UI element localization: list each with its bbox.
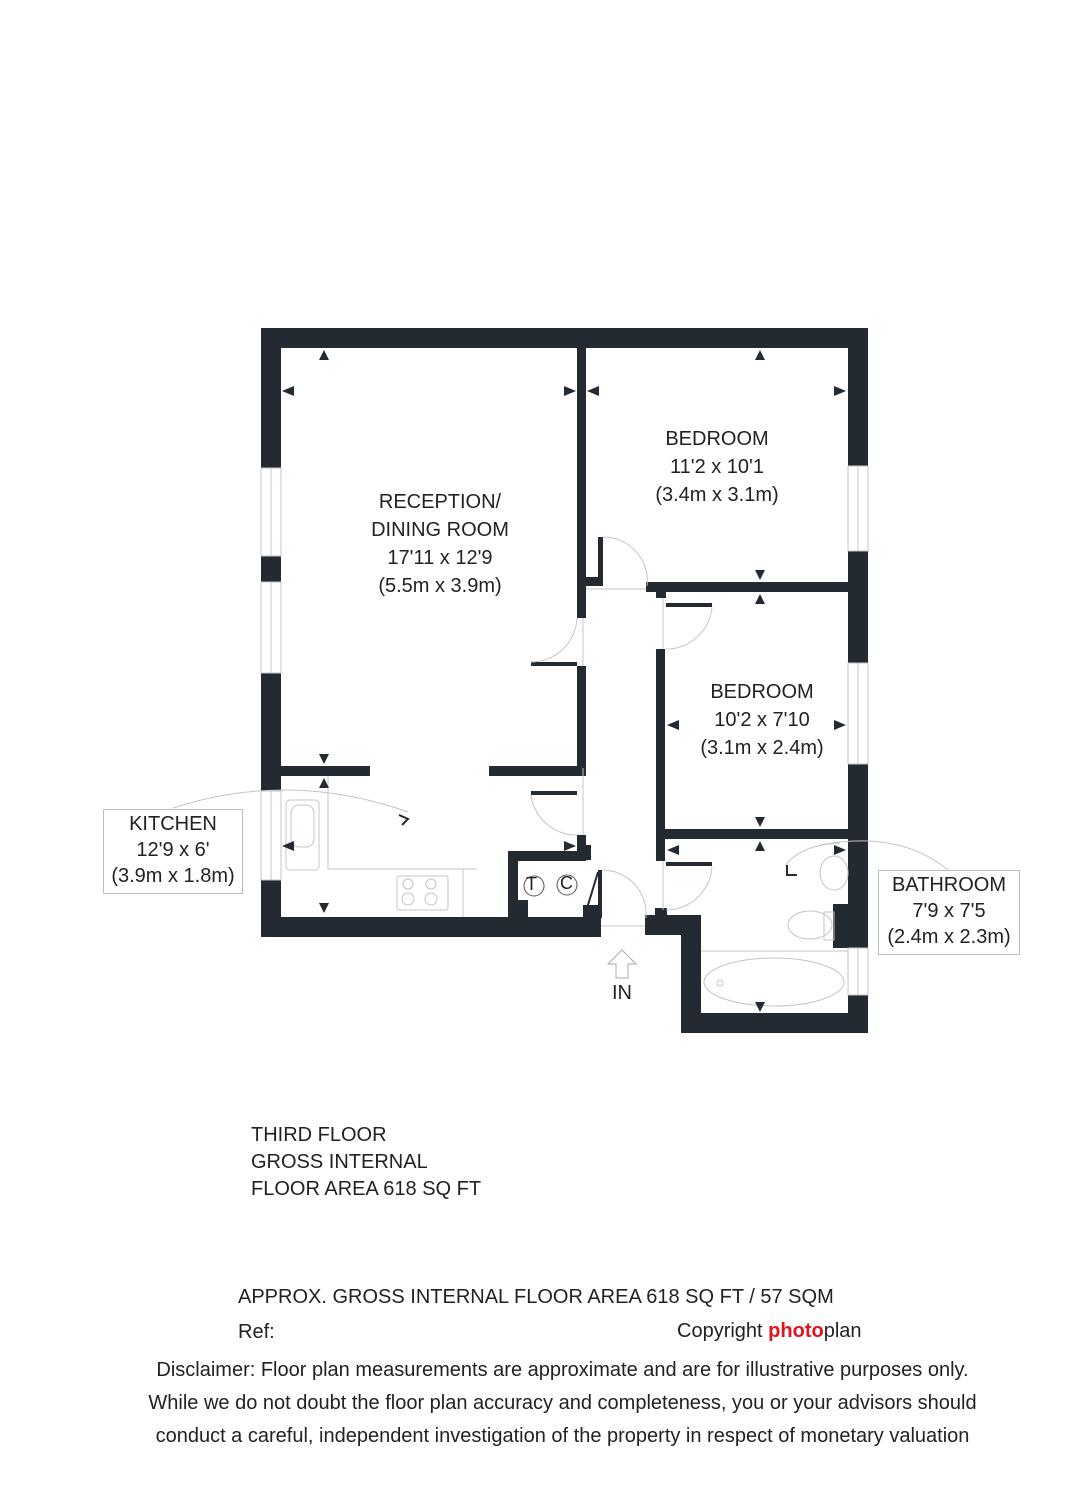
door-swings: [172, 536, 949, 927]
room-label-bedroom-1: BEDROOM 11'2 x 10'1 (3.4m x 3.1m): [617, 425, 817, 509]
room-name: DINING ROOM: [371, 519, 509, 541]
kitchen-fittings: [285, 776, 477, 917]
room-dimensions-metric: (5.5m x 3.9m): [378, 575, 502, 597]
room-label-bedroom-2: BEDROOM 10'2 x 7'10 (3.1m x 2.4m): [662, 678, 862, 762]
disclaimer-line-2: While we do not doubt the floor plan acc…: [148, 1392, 977, 1414]
room-dimensions-imperial: 11'2 x 10'1: [669, 456, 764, 478]
room-name: KITCHEN: [129, 813, 217, 835]
disclaimer: Disclaimer: Floor plan measurements are …: [0, 1354, 1091, 1453]
room-dimensions-metric: (3.4m x 3.1m): [655, 484, 779, 506]
approx-floor-area: APPROX. GROSS INTERNAL FLOOR AREA 618 SQ…: [238, 1286, 834, 1308]
room-dimensions-imperial: 10'2 x 7'10: [714, 709, 810, 731]
floor-area-label: GROSS INTERNAL: [251, 1151, 428, 1173]
disclaimer-line-3: conduct a careful, independent investiga…: [155, 1425, 970, 1447]
walls: [261, 328, 868, 1033]
room-dimensions-metric: (3.1m x 2.4m): [700, 737, 824, 759]
cupboard-circles: [523, 871, 599, 906]
room-label-reception: RECEPTION/ DINING ROOM 17'11 x 12'9 (5.5…: [340, 488, 540, 600]
cupboard-label-t: T: [526, 874, 537, 894]
room-name: RECEPTION/: [378, 491, 502, 513]
logo-part-plan: plan: [823, 1320, 862, 1342]
room-label-kitchen: KITCHEN 12'9 x 6' (3.9m x 1.8m): [103, 809, 243, 894]
room-dimensions-imperial: 17'11 x 12'9: [387, 547, 493, 569]
room-dimensions-metric: (2.4m x 2.3m): [887, 926, 1011, 948]
room-label-bathroom: BATHROOM 7'9 x 7'5 (2.4m x 2.3m): [878, 870, 1020, 955]
copyright: Copyright photoplan: [677, 1320, 862, 1343]
logo-part-photo: photo: [768, 1320, 824, 1342]
copyright-label: Copyright: [677, 1320, 763, 1342]
disclaimer-line-1: Disclaimer: Floor plan measurements are …: [156, 1359, 969, 1381]
room-name: BEDROOM: [665, 428, 769, 450]
room-dimensions-metric: (3.9m x 1.8m): [111, 865, 235, 887]
floor-area-value: FLOOR AREA 618 SQ FT: [251, 1178, 482, 1200]
room-name: BATHROOM: [891, 874, 1007, 896]
direction-ticks: [398, 814, 797, 876]
room-dimensions-imperial: 12'9 x 6': [136, 839, 210, 861]
entrance-label: IN: [612, 982, 632, 1004]
entrance-arrow-icon: [606, 949, 638, 979]
windows: [260, 465, 869, 996]
photoplan-logo: photoplan: [768, 1320, 861, 1342]
cupboard-label-c: C: [560, 873, 573, 893]
dimension-markers: [282, 350, 846, 1012]
ref-label: Ref:: [238, 1321, 275, 1343]
room-dimensions-imperial: 7'9 x 7'5: [912, 900, 986, 922]
floor-info: THIRD FLOOR GROSS INTERNAL FLOOR AREA 61…: [251, 1122, 481, 1203]
floor-name: THIRD FLOOR: [251, 1124, 387, 1146]
bathroom-fittings: [701, 855, 849, 1007]
room-name: BEDROOM: [710, 681, 814, 703]
